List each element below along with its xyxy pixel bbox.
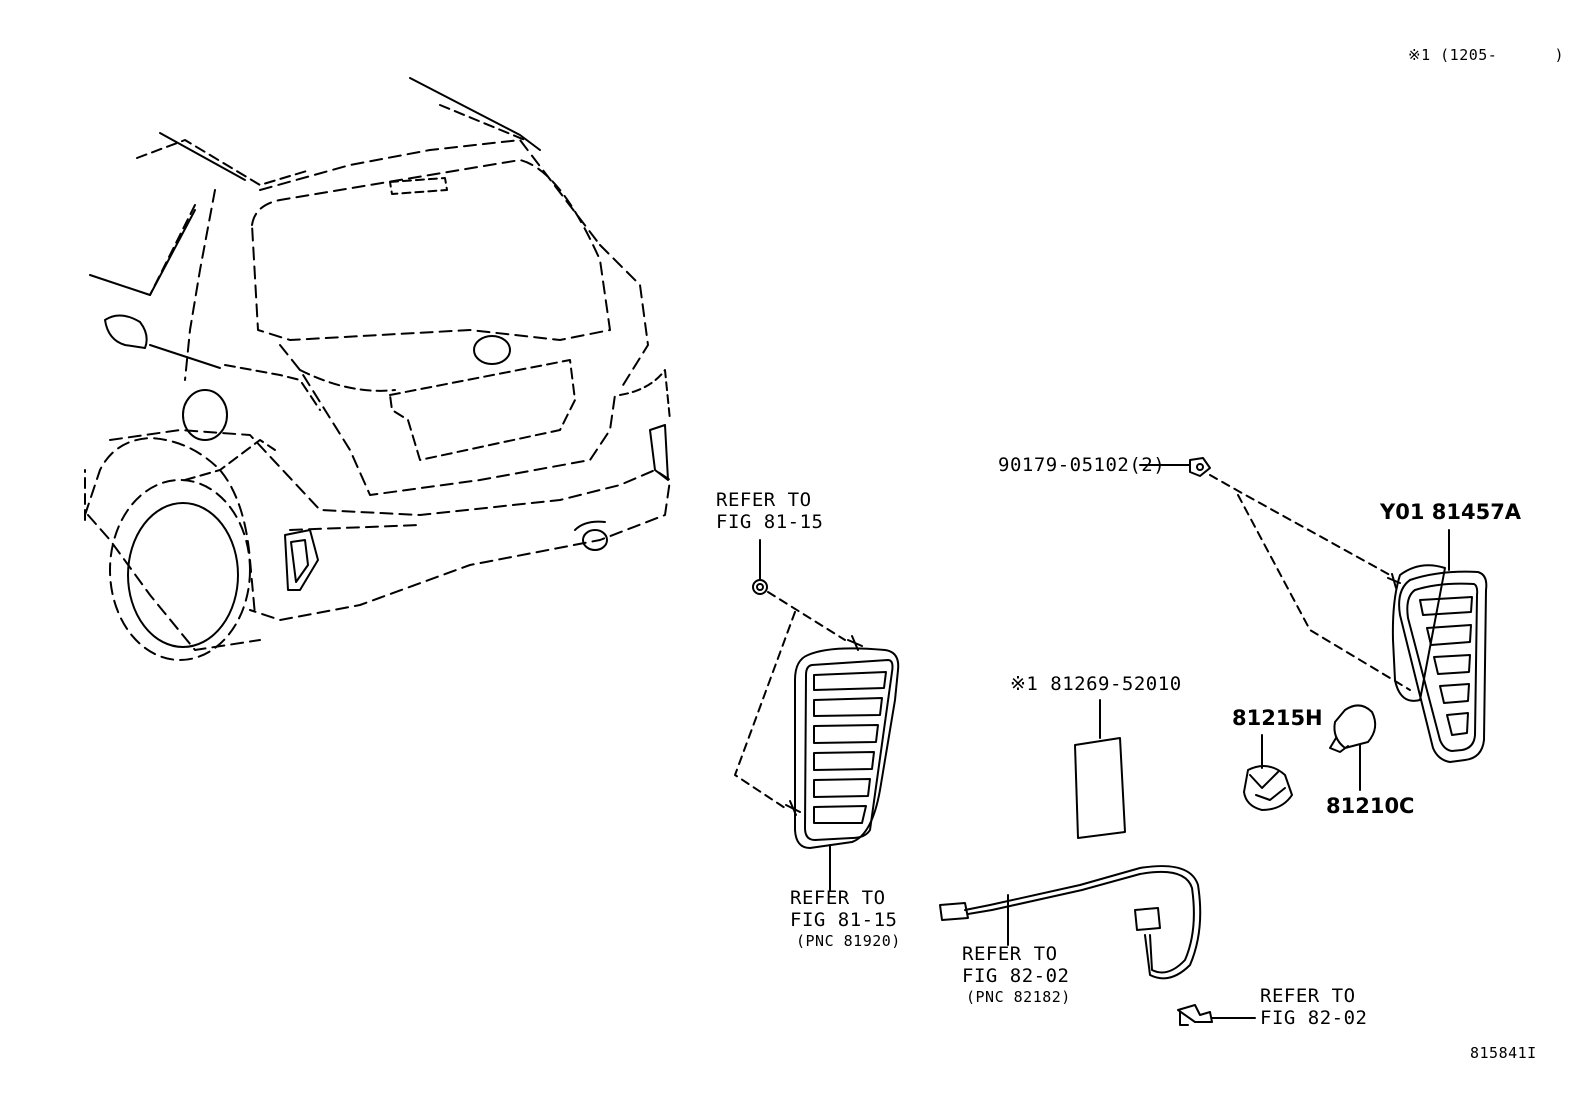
refer-label-line1: REFER TO [790,887,886,909]
refer-label-line2: FIG 82-02 [962,965,1070,987]
refer-label-line1: REFER TO [716,489,812,511]
bulb-illustration [1329,704,1377,791]
part-number-nut[interactable]: 90179-05102(2) [998,454,1166,476]
socket-illustration [1243,734,1293,811]
part-number-lamp-unit[interactable]: ※1 81269-52010 [1010,673,1182,695]
wire-harness-illustration [939,865,1202,980]
part-number-rear-combination-lamp[interactable]: Y01 81457A [1380,500,1522,524]
part-number-bulb[interactable]: 81210C [1326,794,1415,818]
refer-label-line2: FIG 81-15 [716,511,824,533]
refer-label-line2: FIG 81-15 [790,909,898,931]
clip-illustration [1177,1004,1256,1026]
left-inner-lamp-illustration [734,539,900,891]
lamp-unit-illustration [1074,699,1126,839]
refer-label-line1: REFER TO [1260,985,1356,1007]
pnc-label: (PNC 82182) [966,988,1071,1006]
header-note: ※1 (1205- ) [1408,46,1565,64]
refer-label-line1: REFER TO [962,943,1058,965]
pnc-label: (PNC 81920) [796,932,901,950]
rear-combination-lamp-illustration [1387,529,1488,763]
figure-id: 815841I [1470,1044,1537,1062]
part-number-socket[interactable]: 81215H [1232,706,1323,730]
car-body-illustration [84,77,671,661]
refer-label-line2: FIG 82-02 [1260,1007,1368,1029]
nut-illustration [1139,457,1411,691]
